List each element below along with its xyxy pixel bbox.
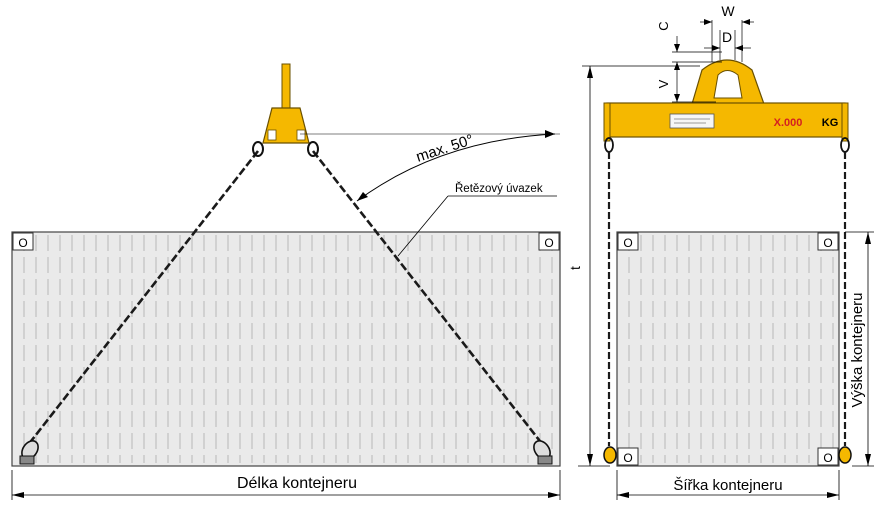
width-label: Šířka kontejneru — [673, 477, 782, 494]
spreader-beam: X.000 KG — [603, 59, 849, 142]
svg-text:O: O — [623, 236, 632, 250]
end-chains — [603, 137, 852, 464]
hook-bottom-right — [533, 440, 553, 465]
width-dimension: Šířka kontejneru — [616, 470, 840, 500]
total-height-label: t — [567, 266, 583, 270]
end-container-ribs — [628, 235, 834, 463]
height-label: Výška kontejneru — [849, 292, 866, 407]
chain-sling-callout: Řetězový úvazek — [397, 182, 557, 257]
lifting-hook — [262, 63, 310, 144]
chain-sling-label: Řetězový úvazek — [455, 182, 543, 195]
weight-value: X.000 — [774, 117, 803, 129]
end-corner-top-left: O — [617, 232, 639, 251]
end-corner-top-right: O — [817, 232, 839, 251]
dim-w-label: W — [721, 3, 735, 19]
chain-sling — [26, 141, 545, 446]
svg-text:O: O — [823, 451, 832, 465]
corner-casting-top-left: O — [12, 232, 34, 251]
dim-d-label: D — [722, 29, 732, 45]
eye-dimensions: W D C V — [656, 3, 754, 103]
dim-v-label: V — [656, 79, 671, 88]
svg-text:O: O — [544, 236, 553, 250]
side-container-ribs — [23, 235, 553, 463]
height-dimension: Výška kontejneru — [845, 231, 874, 467]
length-dimension: Délka kontejneru — [11, 470, 561, 500]
hook-bottom-left — [19, 440, 39, 465]
end-view: O O O O X.000 KG — [603, 3, 874, 500]
svg-text:O: O — [18, 236, 27, 250]
weight-unit: KG — [822, 117, 839, 129]
total-height-dimension: t — [567, 65, 700, 467]
corner-casting-top-right: O — [538, 232, 560, 251]
side-container-body — [11, 231, 561, 467]
length-label: Délka kontejneru — [237, 475, 357, 492]
end-container-body — [616, 231, 840, 467]
end-corner-bottom-right: O — [817, 447, 839, 466]
dim-c-label: C — [656, 21, 671, 30]
svg-text:O: O — [823, 236, 832, 250]
beam-plate — [669, 113, 715, 129]
angle-label: max. 50° — [414, 131, 476, 166]
side-view: O O — [11, 63, 700, 500]
svg-text:O: O — [623, 451, 632, 465]
end-corner-bottom-left: O — [617, 447, 639, 466]
